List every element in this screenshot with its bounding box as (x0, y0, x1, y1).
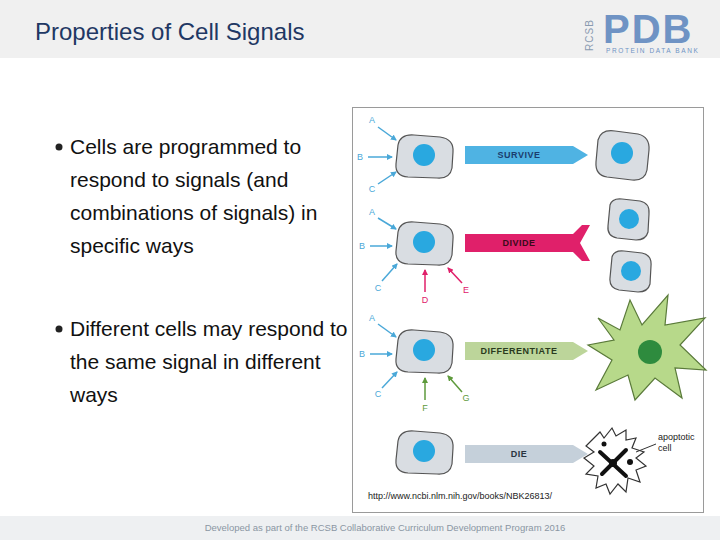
signal-letter: C (375, 389, 382, 400)
signal-letter: G (462, 393, 469, 404)
logo-acronym: RCSB (584, 19, 596, 51)
leader-line (636, 444, 656, 452)
band-label: DIFFERENTIATE (481, 346, 558, 356)
outcome-band: DIVIDE (465, 234, 573, 252)
signal-arrow (378, 324, 396, 337)
cell-body (610, 251, 651, 292)
fork-arrowhead (572, 225, 590, 261)
slide-title: Properties of Cell Signals (35, 18, 304, 47)
signal-arrow (382, 372, 397, 388)
nuclear-fragment (602, 442, 607, 447)
bullet-dot (56, 326, 63, 333)
bullet-text: Cells are programmed to respond to signa… (70, 130, 350, 262)
signal-letter: A (369, 207, 375, 218)
nuclear-fragments (600, 450, 626, 476)
signal-arrow (448, 376, 462, 392)
signal-arrow (368, 156, 392, 158)
signal-letter: C (369, 184, 376, 195)
cell-nucleus (413, 440, 435, 462)
cell-nucleus (413, 144, 435, 166)
cell-body (396, 222, 453, 265)
band-arrowhead (573, 342, 588, 360)
band-label: DIE (511, 449, 528, 459)
signal-arrow (378, 127, 396, 140)
source-url: http://www.ncbi.nlm.nih.gov/books/NBK268… (368, 491, 552, 502)
signal-arrow (448, 268, 462, 283)
cell-nucleus (413, 339, 435, 361)
signal-letter: B (359, 241, 365, 252)
cell-body (608, 199, 649, 240)
callout-label: apoptotic cell (658, 432, 704, 454)
figure-frame (353, 108, 704, 513)
signal-arrow (424, 378, 426, 400)
cell-nucleus (619, 209, 639, 229)
signal-letter: F (422, 403, 428, 414)
signal-arrow (378, 218, 396, 229)
logo-subtitle: PROTEIN DATA BANK (606, 47, 699, 55)
cell-nucleus (611, 142, 633, 164)
signal-letter: E (463, 285, 469, 296)
footer-bar (0, 516, 720, 540)
signal-arrow (370, 353, 392, 355)
signal-letter: B (357, 152, 363, 163)
signal-arrow (424, 270, 426, 292)
bullet-text: Different cells may respond to the same … (70, 312, 350, 411)
cell-body (396, 135, 453, 178)
cell-body (596, 131, 649, 180)
signal-arrow (370, 245, 392, 247)
signal-arrow (382, 264, 397, 281)
cell-nucleus (638, 340, 662, 364)
band-label: SURVIVE (498, 150, 541, 160)
bullet-dot (56, 144, 63, 151)
cell-body (396, 431, 453, 474)
outcome-band: DIFFERENTIATE (465, 342, 573, 360)
signal-arrow (378, 172, 396, 184)
differentiated-cell (588, 295, 706, 400)
footer-note: Developed as part of the RCSB Collaborat… (205, 522, 566, 533)
band-arrowhead (573, 146, 588, 164)
signal-letter: A (369, 115, 375, 126)
header-bar (0, 0, 720, 58)
logo-wordmark: PDB (603, 9, 693, 49)
signal-letter: B (359, 349, 365, 360)
outcome-band: SURVIVE (465, 146, 573, 164)
nuclear-fragment (627, 459, 633, 465)
signal-letter: D (422, 295, 429, 306)
band-label: DIVIDE (502, 238, 535, 248)
outcome-band: DIE (465, 445, 573, 463)
signal-letter: C (375, 283, 382, 294)
nuclear-fragment (609, 459, 617, 467)
cell-body (396, 330, 453, 373)
cell-nucleus (413, 231, 435, 253)
band-arrowhead (573, 445, 588, 463)
cell-nucleus (621, 261, 641, 281)
apoptotic-cell (584, 428, 646, 494)
signal-letter: A (369, 313, 375, 324)
